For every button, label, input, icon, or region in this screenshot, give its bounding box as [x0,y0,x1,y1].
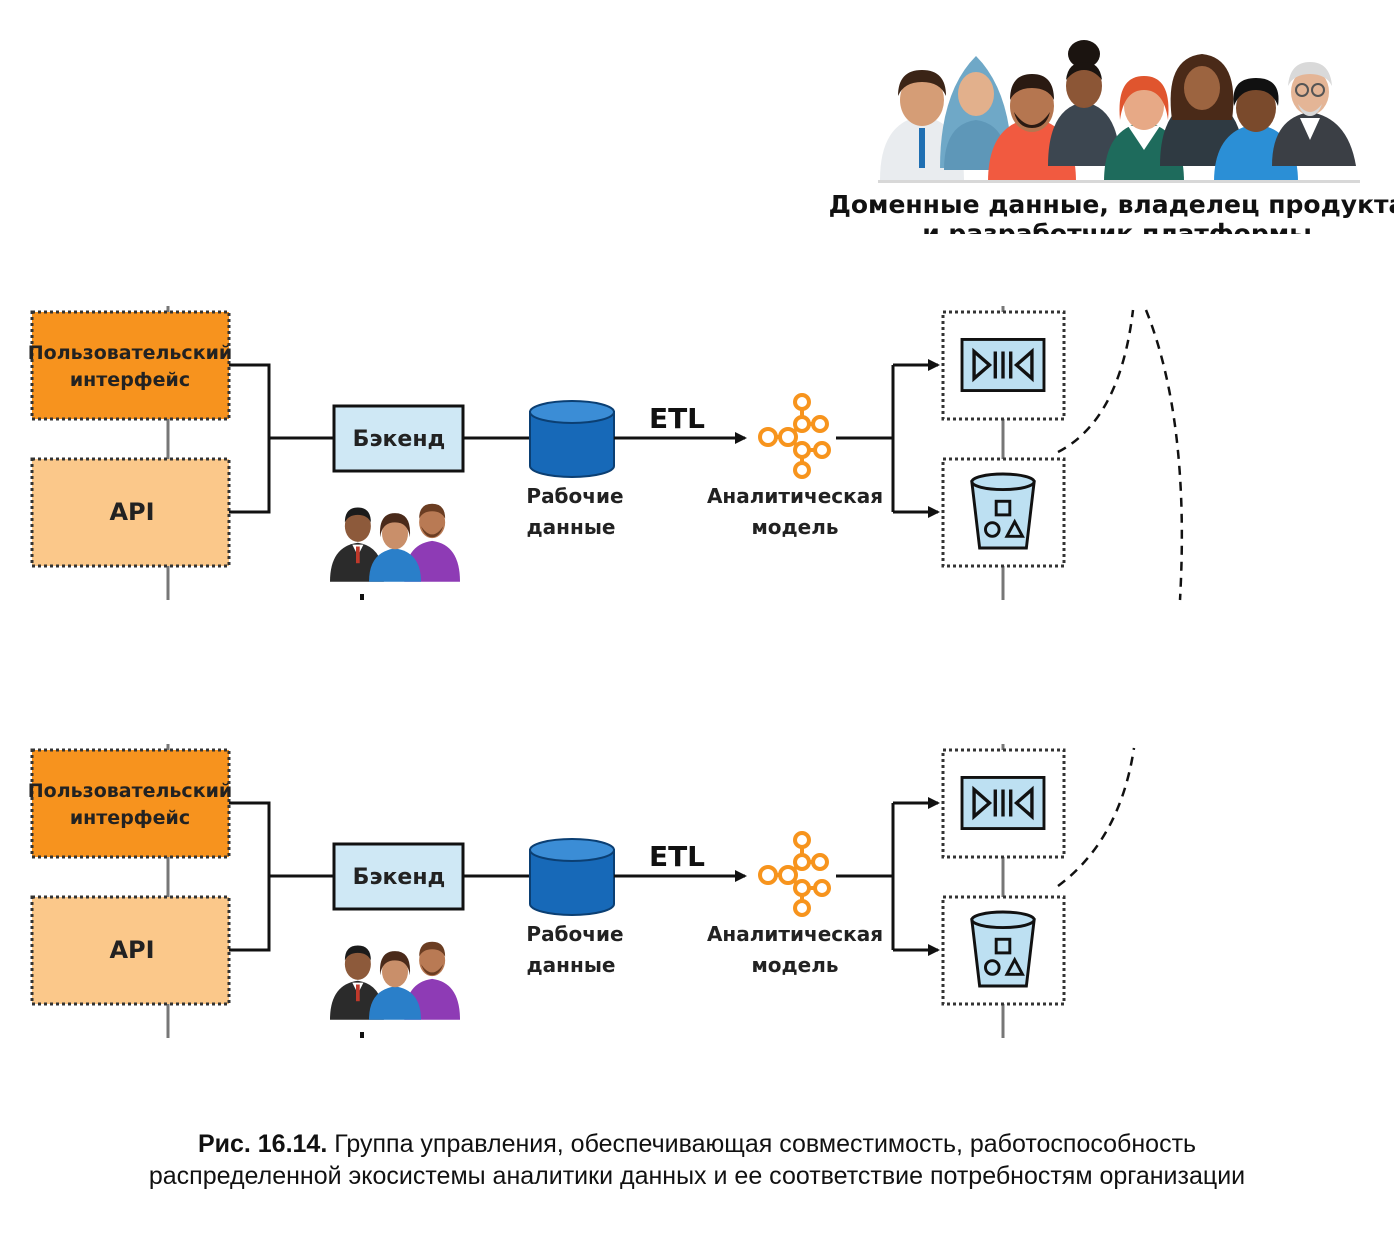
database-label-line2: данные [527,515,616,539]
etl-label: ETL [649,402,705,435]
api-box [30,895,231,1006]
caption-line1: Группа управления, обеспечивающая совмес… [327,1130,1197,1158]
bucket-icon [970,910,1036,988]
ui-box-label-line1: Пользовательский [28,780,232,802]
person-5-avatar [1104,76,1184,182]
caption-line2: распределенной экосистемы аналитики данн… [148,1162,1246,1190]
figure-caption: Рис. 16.14. Группа управления, обеспечив… [40,1128,1354,1192]
bucket-icon [970,472,1036,550]
analytical-model-icon [758,831,831,917]
database-label-line1: Рабочие [526,484,623,508]
stream-icon [960,776,1046,830]
database-label-line2: данные [527,953,616,977]
backend-box [332,404,465,473]
api-box [30,457,231,568]
backend-box-label: Бэкенд [353,427,446,452]
analytical-model-label-line1: Аналитическая [707,484,883,508]
governance-link-long [1144,309,1184,601]
ui-box-label-line2: интерфейс [70,369,190,391]
team-icon [330,503,460,582]
stakeholder-group-label-line2: и разработчик платформы [922,219,1312,248]
stakeholder-group-label-line1: Доменные данные, владелец продукта [829,190,1394,219]
person-4-avatar [1048,40,1120,166]
stream-icon [960,338,1046,392]
team-icon [330,941,460,1020]
analytical-model-label-line2: модель [751,953,838,977]
backend-box-label: Бэкенд [353,865,446,890]
database-icon [529,400,615,478]
figure-number: Рис. 16.14. [197,1130,328,1158]
person-8-avatar [1272,62,1356,166]
domain-panel-2: Пользовательский интерфейс API Бэкенд Ра… [28,744,1136,1038]
ui-box [30,748,231,859]
analytical-model-label-line2: модель [751,515,838,539]
api-box-label: API [109,936,154,964]
etl-label: ETL [649,840,705,873]
database-icon [529,838,615,916]
stakeholder-group [878,40,1360,183]
api-box-label: API [109,498,154,526]
database-label-line1: Рабочие [526,922,623,946]
analytical-model-icon [758,393,831,479]
governance-link-short [1057,309,1135,454]
governance-link-short [1057,747,1136,888]
analytical-model-label-line1: Аналитическая [707,922,883,946]
ui-box-label-line1: Пользовательский [28,342,232,364]
ui-box [30,310,231,421]
ui-box-label-line2: интерфейс [70,807,190,829]
domain-panel-1: Пользовательский интерфейс API Бэкенд Ра… [28,306,1184,601]
